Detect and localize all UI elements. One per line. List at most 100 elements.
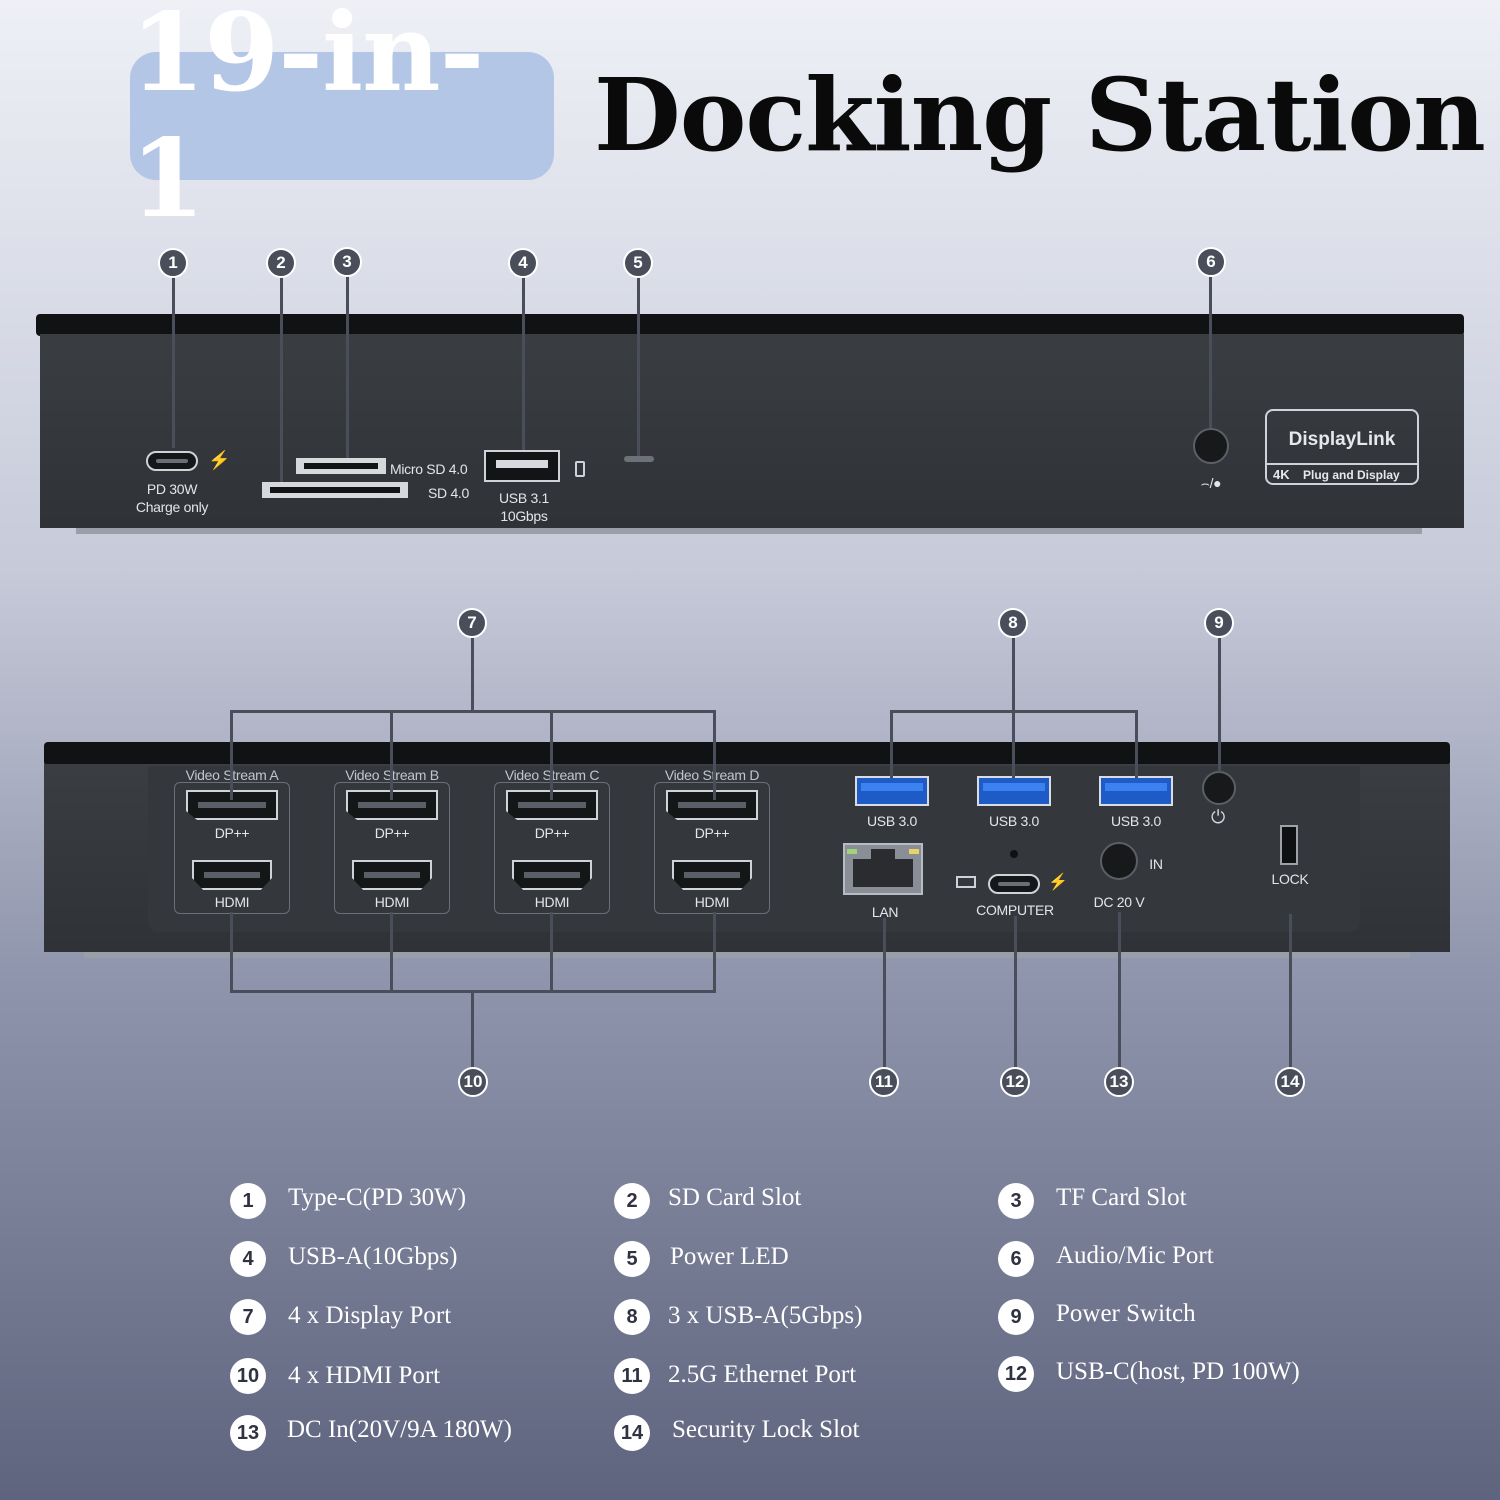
usb30-label-2: USB 3.0 <box>988 813 1040 829</box>
legend-text-3: TF Card Slot <box>1056 1184 1187 1211</box>
hdmi-label-b: HDMI <box>374 894 410 910</box>
legend-text-4: USB-A(10Gbps) <box>288 1243 458 1270</box>
marker-11: 11 <box>869 1067 899 1097</box>
power-icon: ⏻ <box>1211 807 1226 827</box>
dc-in-jack <box>1100 842 1138 880</box>
legend-num-6: 6 <box>998 1241 1034 1277</box>
hdmi-label-c: HDMI <box>534 894 570 910</box>
legend-text-9: Power Switch <box>1056 1300 1196 1327</box>
usb31-label-1: USB 3.1 <box>498 490 550 506</box>
dc-in-label: IN <box>1149 856 1163 872</box>
dp-label-a: DP++ <box>214 825 250 841</box>
typec-pd30-port <box>146 451 198 471</box>
hdmi-port-b <box>352 860 432 890</box>
front-panel-top-edge <box>36 314 1464 336</box>
legend-text-1: Type-C(PD 30W) <box>288 1184 467 1211</box>
laptop-icon <box>956 876 976 888</box>
marker-1: 1 <box>158 248 188 278</box>
stream-d-box <box>654 782 770 914</box>
marker-2: 2 <box>266 248 296 278</box>
marker-3: 3 <box>332 247 362 277</box>
back-panel-top-edge <box>44 742 1450 766</box>
usb30-port-2 <box>977 776 1051 806</box>
legend-num-11: 11 <box>614 1358 650 1394</box>
marker-10: 10 <box>458 1067 488 1097</box>
power-led <box>624 456 654 462</box>
sd-label: SD 4.0 <box>428 485 469 501</box>
computer-label: COMPUTER <box>976 902 1054 918</box>
legend-text-8: 3 x USB-A(5Gbps) <box>668 1302 863 1329</box>
front-panel-base <box>76 528 1422 534</box>
legend-num-3: 3 <box>998 1183 1034 1219</box>
battery-icon <box>575 461 585 477</box>
lan-port <box>843 843 923 895</box>
marker-12: 12 <box>1000 1067 1030 1097</box>
legend-num-5: 5 <box>614 1241 650 1277</box>
audio-mic-label: ⌢/● <box>1200 475 1222 491</box>
legend-num-12: 12 <box>998 1356 1034 1392</box>
title-badge: 19-in-1 <box>130 0 554 242</box>
lan-label: LAN <box>871 904 899 920</box>
micro-sd-slot <box>296 458 386 474</box>
usb30-port-3 <box>1099 776 1173 806</box>
legend-num-7: 7 <box>230 1299 266 1335</box>
usb30-port-1 <box>855 776 929 806</box>
sd-slot <box>262 482 408 498</box>
displaylink-logo: DisplayLink 4K Plug and Display <box>1265 409 1419 485</box>
legend-num-8: 8 <box>614 1299 650 1335</box>
hdmi-port-d <box>672 860 752 890</box>
indicator-dot <box>1010 850 1018 858</box>
marker-8: 8 <box>998 608 1028 638</box>
legend-num-1: 1 <box>230 1183 266 1219</box>
usb31-label-2: 10Gbps <box>500 508 548 524</box>
audio-jack <box>1193 428 1229 464</box>
page-title: Docking Station <box>594 56 1486 174</box>
hdmi-label-d: HDMI <box>694 894 730 910</box>
usb30-label-3: USB 3.0 <box>1110 813 1162 829</box>
charge-icon: ⚡ <box>1048 874 1068 891</box>
legend-text-5: Power LED <box>670 1243 789 1270</box>
hdmi-port-a <box>192 860 272 890</box>
displaylink-4k: 4K <box>1273 467 1290 482</box>
legend-text-11: 2.5G Ethernet Port <box>668 1361 857 1388</box>
usb30-label-1: USB 3.0 <box>866 813 918 829</box>
dp-label-d: DP++ <box>694 825 730 841</box>
displaylink-brand: DisplayLink <box>1288 429 1396 450</box>
usbc-host-port <box>988 874 1040 894</box>
legend-text-6: Audio/Mic Port <box>1056 1242 1214 1269</box>
marker-7: 7 <box>457 608 487 638</box>
marker-14: 14 <box>1275 1067 1305 1097</box>
legend-num-2: 2 <box>614 1183 650 1219</box>
dp-label-b: DP++ <box>374 825 410 841</box>
back-panel-base <box>84 952 1410 958</box>
displaylink-tag: Plug and Display <box>1303 468 1400 482</box>
marker-9: 9 <box>1204 608 1234 638</box>
dc-label: DC 20 V <box>1093 894 1145 910</box>
stream-d-label: Video Stream D <box>664 767 760 783</box>
front-panel-body <box>40 334 1464 528</box>
legend-text-13: DC In(20V/9A 180W) <box>287 1416 512 1443</box>
legend-num-4: 4 <box>230 1241 266 1277</box>
legend-text-7: 4 x Display Port <box>288 1302 452 1329</box>
legend-text-12: USB-C(host, PD 100W) <box>1056 1358 1300 1385</box>
hdmi-port-c <box>512 860 592 890</box>
legend-text-2: SD Card Slot <box>668 1184 802 1211</box>
usb31-port <box>484 450 560 482</box>
legend-num-14: 14 <box>614 1415 650 1451</box>
legend-num-10: 10 <box>230 1358 266 1394</box>
power-switch <box>1202 771 1236 805</box>
lock-slot <box>1280 825 1298 865</box>
lock-label: LOCK <box>1271 871 1309 887</box>
dp-label-c: DP++ <box>534 825 570 841</box>
marker-6: 6 <box>1196 247 1226 277</box>
legend-num-9: 9 <box>998 1299 1034 1335</box>
hdmi-label-a: HDMI <box>214 894 250 910</box>
micro-sd-label: Micro SD 4.0 <box>390 461 468 477</box>
lightning-icon: ⚡ <box>208 450 231 470</box>
marker-13: 13 <box>1104 1067 1134 1097</box>
dp-port-d <box>666 790 758 820</box>
marker-5: 5 <box>623 248 653 278</box>
legend-text-14: Security Lock Slot <box>672 1416 860 1443</box>
legend-num-13: 13 <box>230 1415 266 1451</box>
marker-4: 4 <box>508 248 538 278</box>
